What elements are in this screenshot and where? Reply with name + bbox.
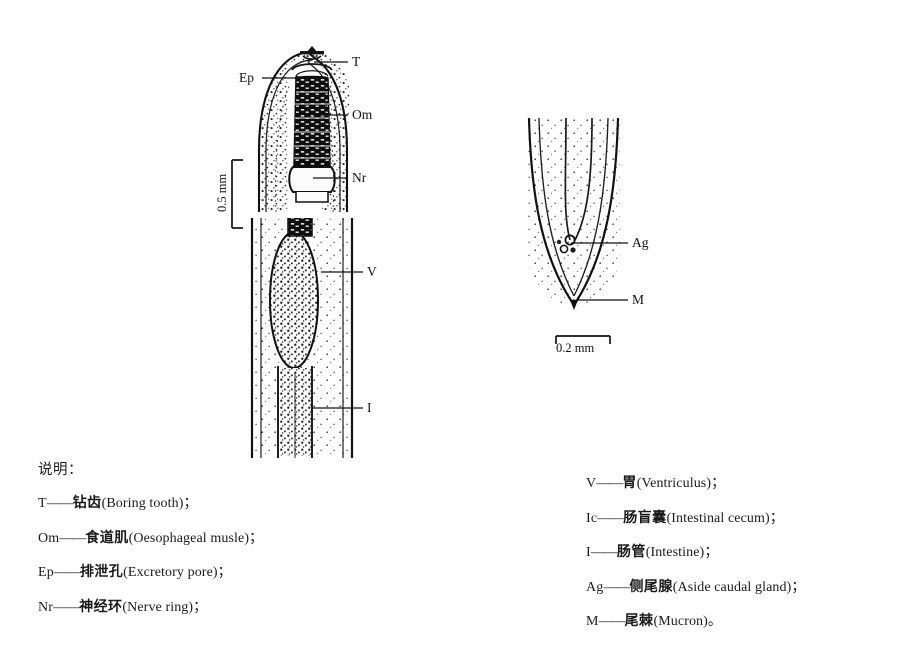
oesophageal-muscle xyxy=(293,75,331,167)
legend-code: Ep xyxy=(38,565,54,580)
posterior-tail xyxy=(527,117,620,310)
scale-label-anterior: 0.5 mm xyxy=(215,173,229,212)
label-excretory-pore: Ep xyxy=(239,70,254,85)
legend-item-intestine: I——肠管(Intestine)； xyxy=(586,541,805,561)
caudal-gland xyxy=(556,234,576,254)
legend-code: Nr xyxy=(38,599,54,615)
legend-dash: —— xyxy=(53,599,80,615)
legend-right-column: V——胃(Ventriculus)； Ic——肠盲囊(Intestinal ce… xyxy=(586,472,805,645)
scale-bar-anterior xyxy=(231,159,243,229)
legend-term-en: (Ventriculus) xyxy=(636,476,712,491)
legend-item-ventriculus: V——胃(Ventriculus)； xyxy=(586,472,805,492)
legend-term-en: (Excretory pore) xyxy=(123,565,218,580)
anterior-body-segment xyxy=(250,218,354,458)
label-boring-tooth: T xyxy=(352,54,361,69)
legend-item-nerve-ring: Nr——神经环(Nerve ring)； xyxy=(38,596,263,616)
legend-term-en: (Mucron) xyxy=(653,614,708,629)
legend-punct: ； xyxy=(193,599,208,615)
legend-code: M xyxy=(586,614,599,629)
legend-term-cn: 食道肌 xyxy=(85,530,129,546)
legend-dash: —— xyxy=(53,565,81,580)
legend-dash: —— xyxy=(596,476,623,491)
label-oesophageal-muscle: Om xyxy=(352,107,373,122)
legend-item-intestinal-cecum: Ic——肠盲囊(Intestinal cecum)； xyxy=(586,507,805,527)
legend-term-en: (Intestine) xyxy=(645,545,705,560)
leader-lines xyxy=(262,61,628,409)
legend-term-cn: 尾棘 xyxy=(624,614,654,629)
legend-item-mucron: M——尾棘(Mucron)。 xyxy=(586,610,805,630)
legend-item-oesophageal-muscle: Om——食道肌(Oesophageal musle)； xyxy=(38,527,263,547)
legend-term-cn: 钻齿 xyxy=(72,496,102,511)
legend-term-en: (Aside caudal gland) xyxy=(672,579,792,595)
legend-term-cn: 胃 xyxy=(622,476,637,491)
legend-punct: ； xyxy=(711,476,726,491)
legend-code: I xyxy=(586,545,591,560)
legend-dash: —— xyxy=(590,545,618,560)
legend-item-boring-tooth: T——钻齿(Boring tooth)； xyxy=(38,492,263,512)
label-intestine: I xyxy=(367,400,372,415)
boring-tooth xyxy=(300,46,324,60)
legend-item-excretory-pore: Ep——排泄孔(Excretory pore)； xyxy=(38,561,263,581)
legend-dash: —— xyxy=(597,510,624,526)
legend-code: Om xyxy=(38,530,60,546)
scale-label-posterior: 0.2 mm xyxy=(556,341,595,355)
legend-punct: ； xyxy=(249,530,264,546)
legend-item-caudal-gland: Ag——侧尾腺(Aside caudal gland)； xyxy=(586,576,805,596)
excretory-pore xyxy=(294,75,300,81)
label-caudal-gland: Ag xyxy=(632,235,649,250)
legend-punct: ； xyxy=(769,510,784,526)
legend-heading: 说明： xyxy=(38,462,83,478)
legend-term-cn: 侧尾腺 xyxy=(629,579,673,595)
legend-dash: —— xyxy=(598,614,626,629)
legend-punct: 。 xyxy=(707,614,722,629)
legend-term-en: (Intestinal cecum) xyxy=(666,510,770,526)
legend-left-column: 说明： T——钻齿(Boring tooth)； Om——食道肌(Oesopha… xyxy=(38,458,263,630)
legend-term-en: (Boring tooth) xyxy=(101,496,184,511)
legend-term-cn: 排泄孔 xyxy=(79,565,124,580)
legend-term-cn: 肠盲囊 xyxy=(623,510,667,526)
anterior-head-segment xyxy=(257,46,350,212)
mucron xyxy=(570,299,578,310)
legend-term-en: (Oesophageal musle) xyxy=(128,530,250,546)
legend-term-cn: 肠管 xyxy=(616,545,646,560)
legend-code: Ag xyxy=(586,579,604,595)
label-mucron: M xyxy=(632,292,645,307)
scale-bar-posterior xyxy=(555,335,611,344)
nematode-illustration xyxy=(231,46,628,458)
legend-dash: —— xyxy=(603,579,631,595)
legend-code: Ic xyxy=(586,510,598,526)
legend: 说明： T——钻齿(Boring tooth)； Om——食道肌(Oesopha… xyxy=(0,458,905,647)
legend-punct: ； xyxy=(791,579,806,595)
legend-punct: ； xyxy=(183,496,198,511)
legend-term-cn: 神经环 xyxy=(79,599,123,615)
label-ventriculus: V xyxy=(367,264,377,279)
legend-dash: —— xyxy=(46,496,74,511)
label-nerve-ring: Nr xyxy=(352,170,367,185)
legend-term-en: (Nerve ring) xyxy=(122,599,194,615)
figure-area: T Ep Om Nr V I Ag M 0.5 mm 0.2 mm xyxy=(215,46,649,458)
legend-code: T xyxy=(38,496,47,511)
legend-dash: —— xyxy=(59,530,86,546)
legend-code: V xyxy=(586,476,597,491)
nerve-ring xyxy=(288,166,336,203)
legend-punct: ； xyxy=(704,545,719,560)
legend-punct: ； xyxy=(217,565,232,580)
